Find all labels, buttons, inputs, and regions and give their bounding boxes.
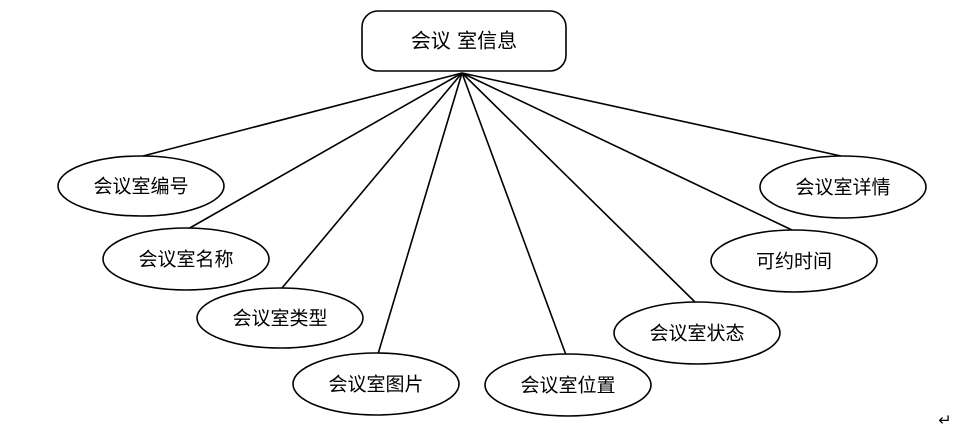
attribute-label: 会议室位置 <box>520 375 615 397</box>
attribute-ellipse <box>484 353 652 417</box>
root-entity-box <box>361 10 567 72</box>
attribute-label: 会议室名称 <box>138 249 233 271</box>
paragraph-return-mark: ↵ <box>938 411 951 428</box>
connector-line <box>461 72 793 231</box>
attribute-label: 会议室状态 <box>649 323 744 345</box>
attribute-ellipse <box>759 155 927 219</box>
connector-line <box>461 72 567 356</box>
attribute-label: 会议室类型 <box>232 308 327 330</box>
attribute-ellipse <box>57 155 225 217</box>
attribute-ellipse <box>196 287 364 349</box>
connector-line <box>281 72 463 289</box>
attribute-ellipse <box>613 301 781 365</box>
attribute-label: 可约时间 <box>756 251 832 273</box>
attribute-label: 会议室图片 <box>328 374 423 396</box>
connector-line <box>142 72 463 157</box>
attribute-ellipse <box>292 352 460 416</box>
attribute-label: 会议室编号 <box>93 176 188 198</box>
attribute-ellipse <box>710 229 878 293</box>
attribute-ellipse <box>102 227 270 291</box>
connector-line <box>461 72 696 303</box>
connector-line <box>377 72 463 355</box>
connector-line <box>187 72 463 230</box>
connector-line <box>461 72 842 157</box>
attribute-label: 会议室详情 <box>795 177 890 199</box>
root-entity-label: 会议 室信息 <box>411 29 517 53</box>
